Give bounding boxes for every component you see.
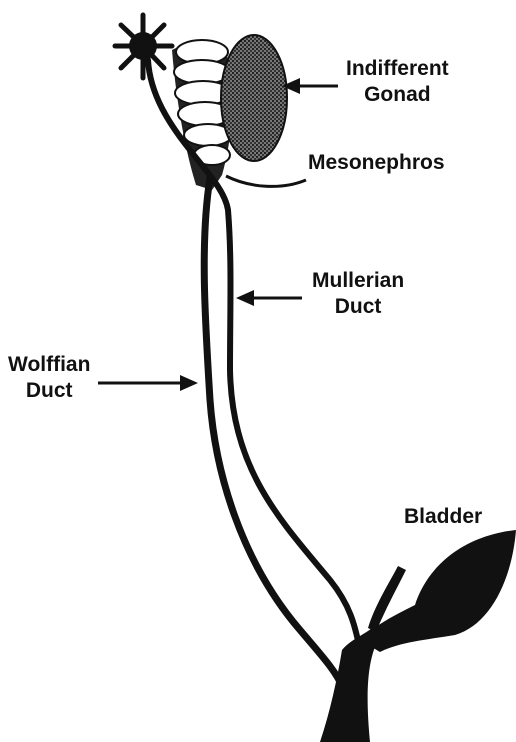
label-mullerian-duct: Mullerian Duct bbox=[312, 268, 404, 320]
label-wolffian-line1: Wolffian bbox=[8, 352, 90, 378]
label-mullerian-line2: Duct bbox=[312, 294, 404, 320]
label-mesonephros: Mesonephros bbox=[308, 150, 445, 176]
indifferent-gonad bbox=[221, 35, 287, 161]
wolffian-duct bbox=[204, 178, 342, 686]
label-bladder: Bladder bbox=[404, 504, 482, 530]
arrow-to-wolffian-duct bbox=[98, 375, 198, 391]
arrow-to-mullerian-duct bbox=[236, 290, 302, 306]
label-mullerian-line1: Mullerian bbox=[312, 268, 404, 294]
bladder bbox=[360, 530, 516, 652]
label-indifferent-gonad: Indifferent Gonad bbox=[346, 56, 449, 108]
arrow-to-gonad bbox=[282, 78, 338, 94]
label-wolffian-duct: Wolffian Duct bbox=[8, 352, 90, 404]
label-gonad-line1: Indifferent bbox=[346, 56, 449, 82]
label-wolffian-line2: Duct bbox=[8, 378, 90, 404]
label-gonad-line2: Gonad bbox=[346, 82, 449, 108]
fimbria bbox=[115, 15, 172, 78]
pointer-to-mesonephros bbox=[226, 176, 306, 186]
